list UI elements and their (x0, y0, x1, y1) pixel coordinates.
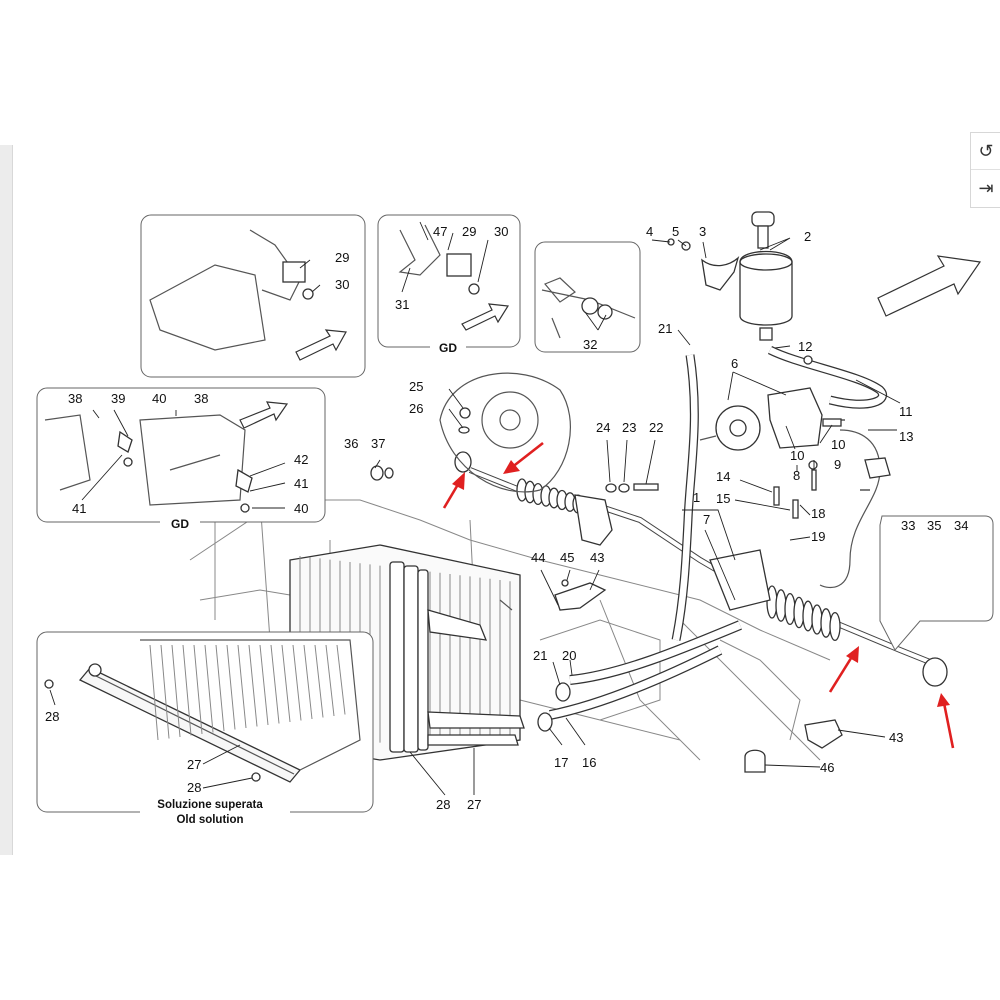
callout-21-a: 21 (658, 321, 672, 336)
oil-cooler (389, 561, 525, 753)
callout-25: 25 (409, 379, 423, 394)
callout-44: 44 (531, 550, 545, 565)
callout-8: 8 (793, 468, 800, 483)
callout-37: 37 (371, 436, 385, 451)
callout-14: 14 (716, 469, 730, 484)
callout-38-a: 38 (68, 391, 82, 406)
callout-40-b: 40 (294, 501, 308, 516)
callout-31: 31 (395, 297, 409, 312)
callout-9: 9 (834, 457, 841, 472)
rotate-icon[interactable]: ↺ (978, 141, 994, 161)
callout-41-a: 41 (72, 501, 86, 516)
callout-5: 5 (672, 224, 679, 239)
callout-2: 2 (804, 229, 811, 244)
steering-pump (699, 387, 823, 451)
callout-43-a: 43 (590, 550, 604, 565)
gd-label-sensor: GD (439, 341, 457, 355)
callout-20: 20 (562, 648, 576, 663)
view-direction-arrow (877, 255, 982, 317)
callout-16: 16 (582, 755, 596, 770)
callout-27-inset: 27 (187, 757, 201, 772)
callout-30-a: 30 (335, 277, 349, 292)
collapse-panel-icon[interactable]: ⇥ (971, 169, 1000, 206)
side-toolbar: ↺ ⇥ (970, 132, 1000, 208)
callout-34: 34 (954, 518, 968, 533)
callout-13: 13 (899, 429, 913, 444)
callout-46: 46 (820, 760, 834, 775)
wheel-hub (439, 372, 571, 493)
power-steering-hoses (537, 345, 887, 732)
callout-45: 45 (560, 550, 574, 565)
callout-26: 26 (409, 401, 423, 416)
callout-39: 39 (111, 391, 125, 406)
callout-21-b: 21 (533, 648, 547, 663)
gd-label-mount: GD (171, 517, 189, 531)
callout-41-b: 41 (294, 476, 308, 491)
leader-lines (49, 232, 901, 796)
callout-17: 17 (554, 755, 568, 770)
callout-15: 15 (716, 491, 730, 506)
callout-12: 12 (798, 339, 812, 354)
red-arrow-tie-rod-left (442, 472, 465, 509)
callout-23: 23 (622, 420, 636, 435)
highlight-arrows (442, 441, 955, 749)
inset-mount-gd (36, 387, 326, 530)
callout-29-a: 29 (335, 250, 349, 265)
callout-6: 6 (731, 356, 738, 371)
callout-42: 42 (294, 452, 308, 467)
callout-40-a: 40 (152, 391, 166, 406)
callout-22: 22 (649, 420, 663, 435)
callout-47: 47 (433, 224, 447, 239)
callout-28-inset-b: 28 (187, 780, 201, 795)
inset-sensor-gd (377, 214, 521, 350)
callout-24: 24 (596, 420, 610, 435)
callout-4: 4 (646, 224, 653, 239)
callout-18: 18 (811, 506, 825, 521)
inset-tie-rod-end (879, 515, 994, 651)
callout-32: 32 (583, 337, 597, 352)
callout-11: 11 (899, 404, 913, 419)
callout-36: 36 (344, 436, 358, 451)
red-arrow-boot-right (828, 646, 859, 693)
old-solution-label-en: Old solution (176, 814, 243, 826)
callout-43-b: 43 (889, 730, 903, 745)
callout-35: 35 (927, 518, 941, 533)
left-scroll-strip[interactable] (0, 145, 13, 855)
inset-bracket-top-left (140, 214, 366, 378)
callout-10-a: 10 (790, 448, 804, 463)
callout-7: 7 (703, 512, 710, 527)
red-arrow-tie-rod-right (937, 693, 955, 749)
callout-10-b: 10 (831, 437, 845, 452)
callout-33: 33 (901, 518, 915, 533)
fluid-reservoir (739, 211, 793, 341)
callout-29-b: 29 (462, 224, 476, 239)
fasteners (370, 238, 891, 773)
callout-27-main: 27 (467, 797, 481, 812)
inset-rack-clamp (534, 241, 641, 353)
callout-30-b: 30 (494, 224, 508, 239)
callout-labels: 1 2 3 4 5 6 7 8 9 10 10 11 12 13 14 15 1… (45, 224, 968, 826)
inset-old-solution (36, 631, 374, 826)
callout-19: 19 (811, 529, 825, 544)
steering-rack (454, 451, 948, 687)
callout-1: 1 (693, 490, 700, 505)
callout-3: 3 (699, 224, 706, 239)
callout-28-main: 28 (436, 797, 450, 812)
old-solution-label-it: Soluzione superata (157, 799, 263, 811)
red-arrow-boot-left (503, 441, 544, 474)
callout-28-inset-a: 28 (45, 709, 59, 724)
callout-38-b: 38 (194, 391, 208, 406)
